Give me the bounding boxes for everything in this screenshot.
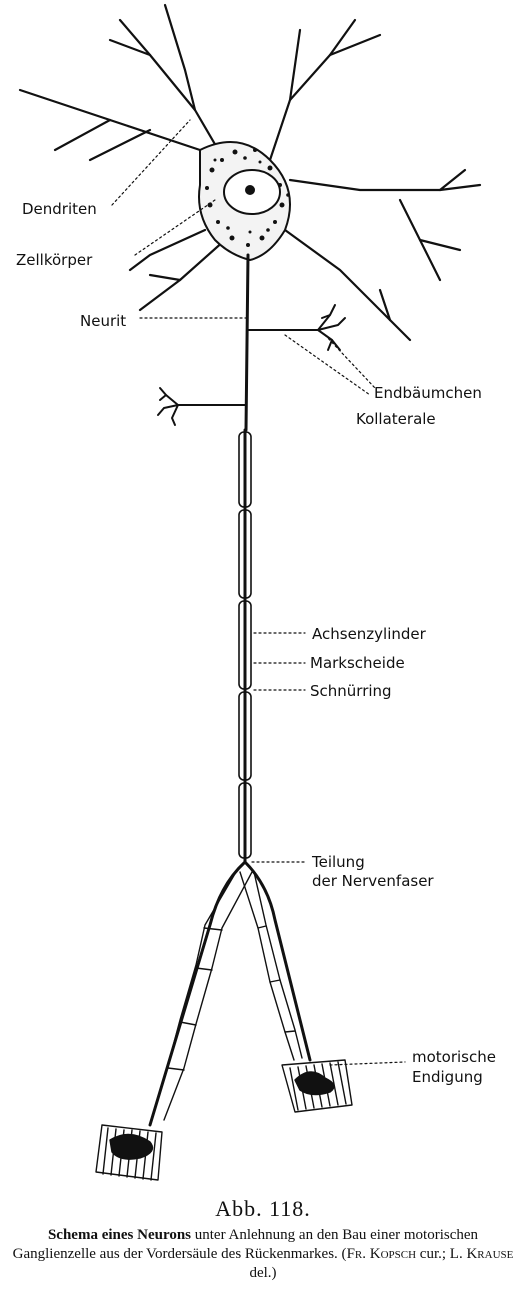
caption-text-2: cur.; bbox=[419, 1246, 450, 1262]
motor-end-plate-left bbox=[95, 1124, 163, 1181]
label-endbaeumchen: Endbäumchen bbox=[374, 384, 482, 402]
cell-body bbox=[198, 141, 291, 261]
label-achsenzylinder: Achsenzylinder bbox=[312, 625, 427, 643]
neuron-diagram: Dendriten Zellkörper Neurit Endbäumchen … bbox=[16, 3, 496, 1181]
axon-branches bbox=[148, 860, 312, 1127]
dendrites bbox=[18, 3, 482, 342]
label-teilung: Teilung bbox=[311, 853, 365, 871]
figure-caption: Schema eines Neurons unter Anlehnung an … bbox=[0, 1226, 526, 1283]
caption-text-1: unter Anlehnung an den Bau einer motoris… bbox=[12, 1227, 479, 1262]
label-zellkoerper: Zellkörper bbox=[16, 251, 93, 269]
label-neurit: Neurit bbox=[80, 312, 126, 330]
caption-author-1: Fr. Kopsch bbox=[346, 1246, 417, 1262]
myelinated-axon bbox=[238, 428, 252, 864]
label-nervenfaser: der Nervenfaser bbox=[312, 872, 434, 890]
label-schnuerring: Schnürring bbox=[310, 682, 392, 700]
caption-text-3: del.) bbox=[249, 1265, 277, 1281]
label-motorische: motorische bbox=[412, 1048, 496, 1066]
caption-author-2: L. Krause bbox=[449, 1246, 514, 1262]
label-endigung: Endigung bbox=[412, 1068, 483, 1086]
caption-title: Schema eines Neurons bbox=[47, 1227, 192, 1243]
label-markscheide: Markscheide bbox=[310, 654, 405, 672]
label-kollaterale: Kollaterale bbox=[356, 410, 436, 428]
leader-lines bbox=[111, 119, 406, 1066]
motor-end-plate-right bbox=[281, 1059, 353, 1113]
collateral-left bbox=[157, 387, 247, 426]
collateral-right bbox=[246, 304, 346, 351]
neurite bbox=[244, 253, 250, 432]
figure-number: Abb. 118. bbox=[215, 1196, 311, 1221]
label-dendriten: Dendriten bbox=[22, 200, 97, 218]
